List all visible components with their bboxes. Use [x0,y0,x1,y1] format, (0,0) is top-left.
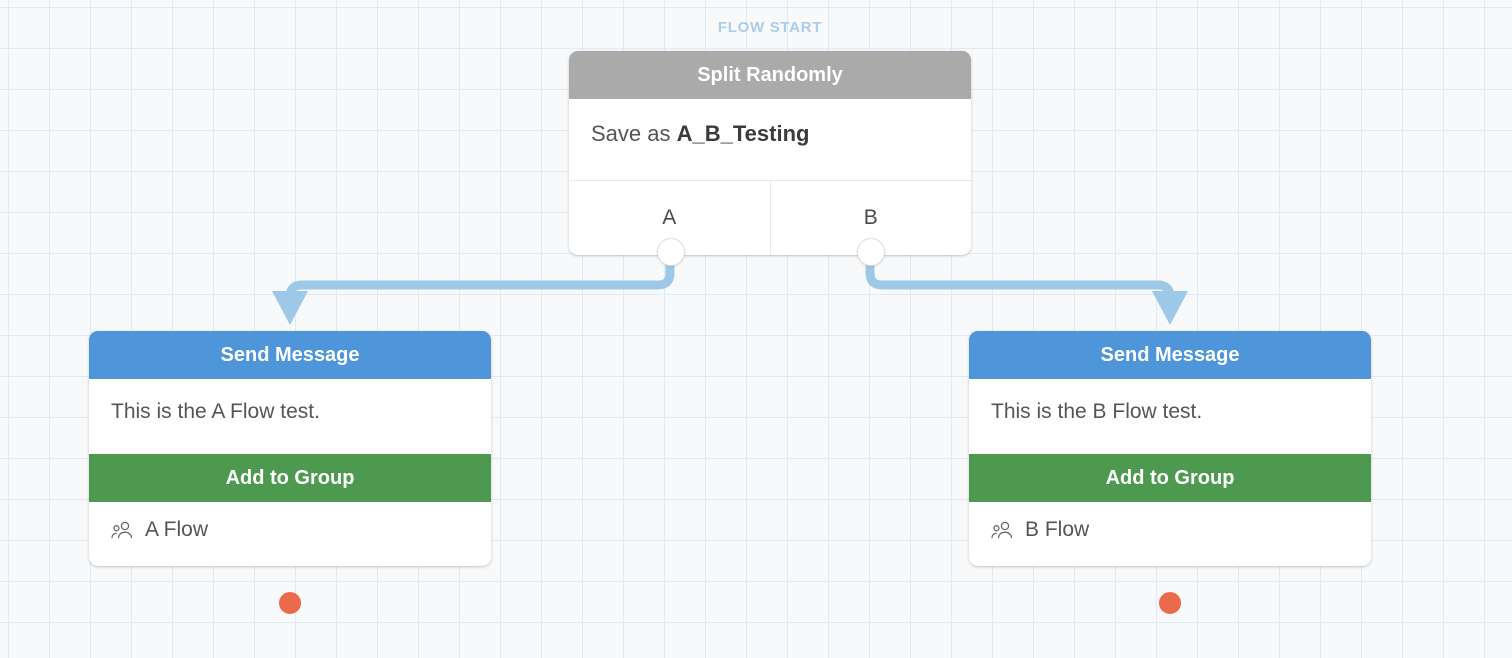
node-send-message-a[interactable]: Send Message This is the A Flow test. Ad… [89,331,491,566]
node-a-group-name: A Flow [145,518,209,541]
node-a-message[interactable]: This is the A Flow test. [111,400,320,423]
split-save-value: A_B_Testing [676,121,810,146]
node-b-title: Send Message [969,331,1371,379]
node-b-output-dot[interactable] [1159,592,1181,614]
split-node-title: Split Randomly [569,51,971,99]
split-port-row: A B [569,180,971,255]
node-b-group-row[interactable]: B Flow [969,502,1371,566]
split-port-a[interactable]: A [569,181,770,255]
arrowhead-b [1152,291,1188,325]
node-send-message-b[interactable]: Send Message This is the B Flow test. Ad… [969,331,1371,566]
users-icon [991,520,1015,540]
node-a-title: Send Message [89,331,491,379]
node-a-group-row[interactable]: A Flow [89,502,491,566]
split-node-save-row[interactable]: Save as A_B_Testing [569,99,971,180]
flow-start-label: FLOW START [717,19,823,36]
connector-b [865,251,1175,300]
arrowhead-a [272,291,308,325]
node-a-output-dot[interactable] [279,592,301,614]
split-port-b-label: B [863,206,878,229]
node-a-action-label[interactable]: Add to Group [89,454,491,502]
split-port-b[interactable]: B [769,181,972,255]
users-icon [111,520,135,540]
port-handle-b[interactable] [857,238,885,266]
connector-a [285,251,675,300]
node-b-action-label[interactable]: Add to Group [969,454,1371,502]
split-save-prefix: Save as [591,121,671,146]
split-port-a-label: A [662,206,677,229]
node-b-message[interactable]: This is the B Flow test. [991,400,1203,423]
port-handle-a[interactable] [657,238,685,266]
node-split-randomly[interactable]: Split Randomly Save as A_B_Testing A B [569,51,971,255]
node-b-group-name: B Flow [1025,518,1090,541]
